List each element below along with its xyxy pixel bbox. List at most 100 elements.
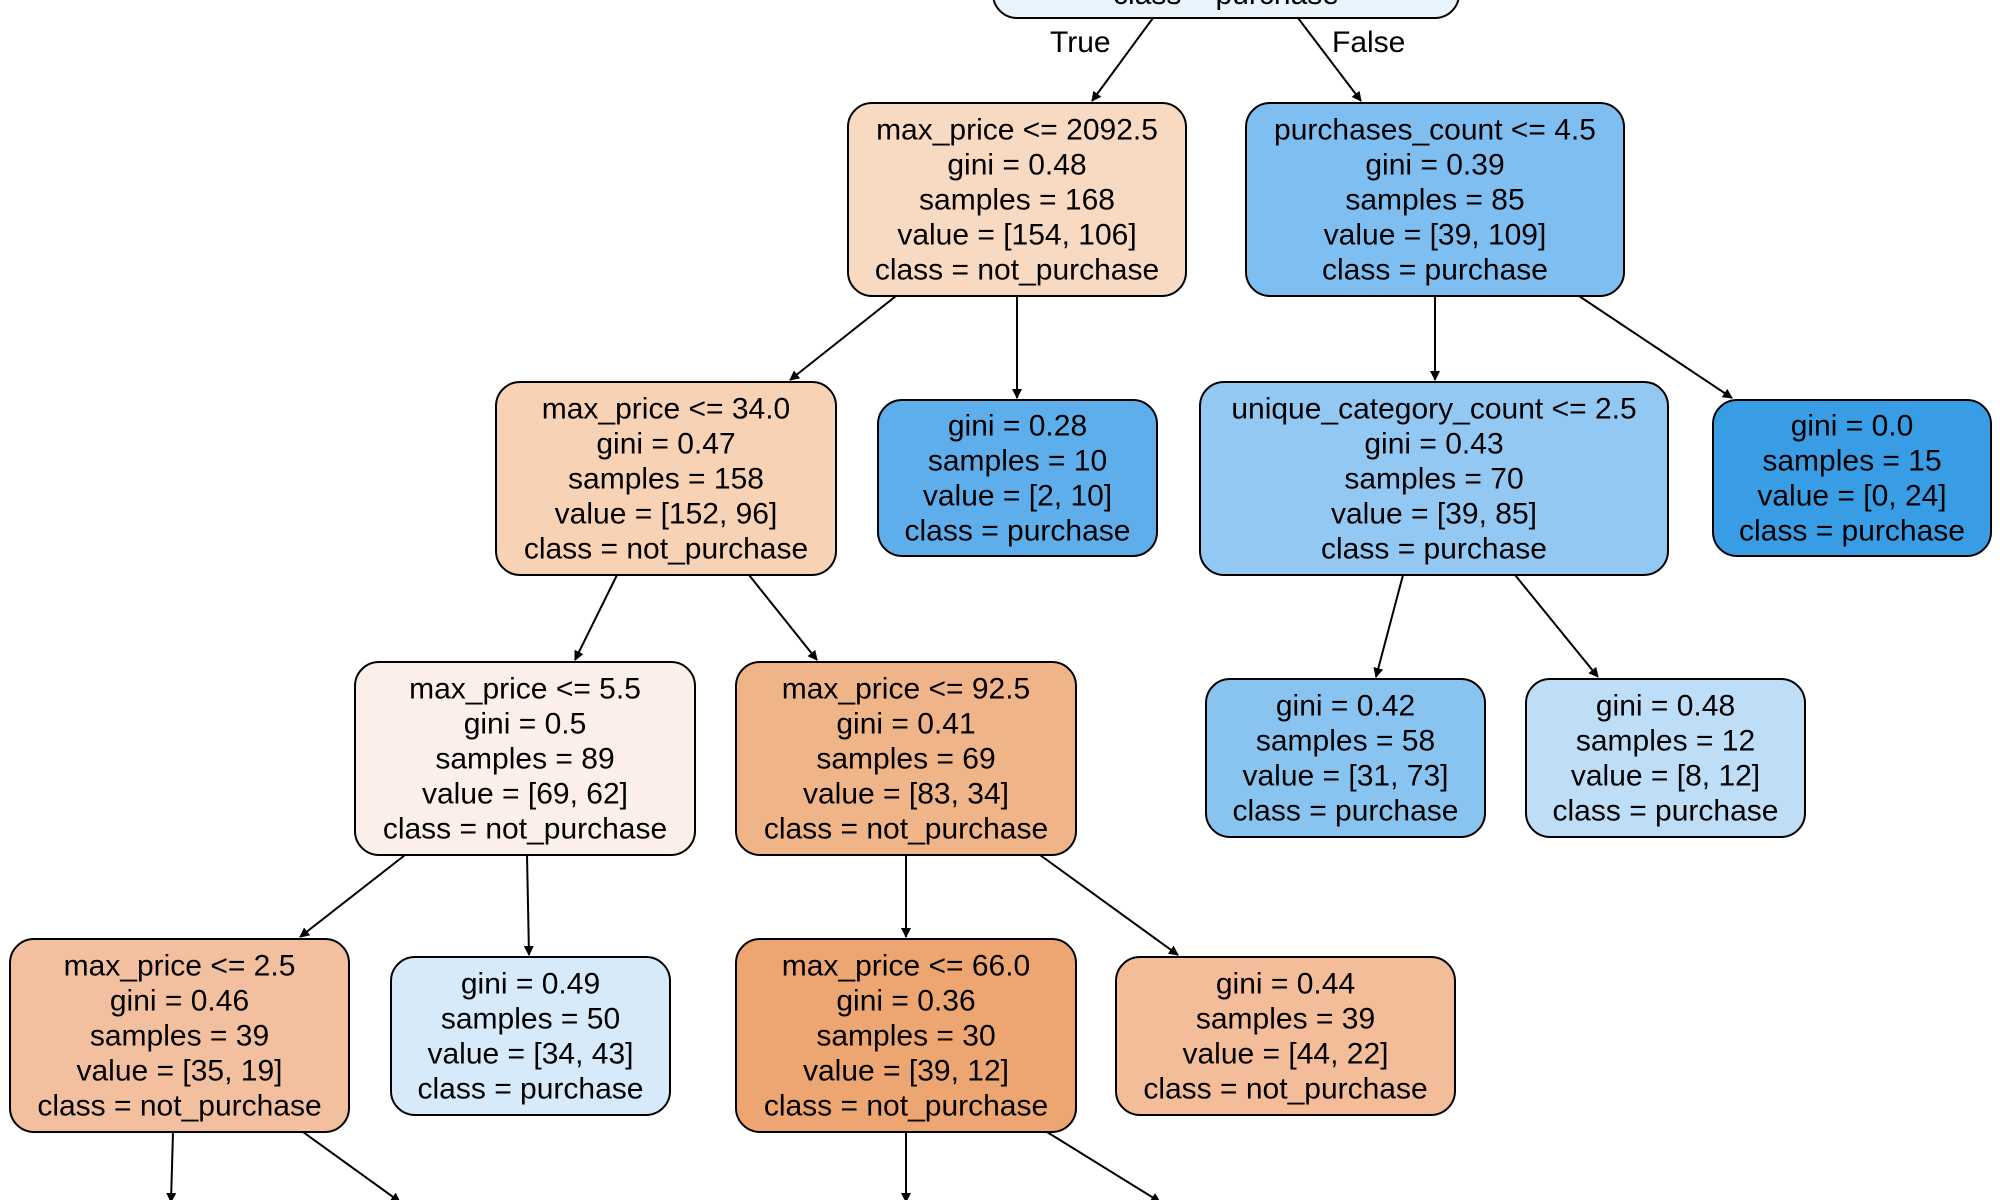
node-text-line: value = [8, 12] [1571,760,1760,793]
edge-arrow-line [302,1131,401,1200]
edge-arrow-line [523,854,534,956]
node-text-line: value = [31, 73] [1243,760,1449,793]
node-text-line: gini = 0.5 [464,708,587,741]
node-text-line: class = not_purchase [764,1090,1048,1123]
node-text-line: gini = 0.28 [948,410,1087,443]
node-box [354,661,696,856]
node-text-line: max_price <= 2.5 [64,950,296,983]
node-text-line: max_price <= 5.5 [409,673,641,706]
node-text-line: class = purchase [1113,0,1339,11]
node-box [390,956,671,1116]
node-text-line: class = not_purchase [875,254,1159,287]
node-text-line: samples = 158 [568,463,764,496]
edge-n1-n3 [789,295,897,381]
node-text-line: samples = 89 [435,743,614,776]
node-text-line: class = purchase [418,1073,644,1106]
node-text-line: class = purchase [1233,795,1459,828]
node-text-line: unique_category_count <= 2.5 [1231,393,1636,426]
node-text-line: samples = 15 [1762,445,1941,478]
node-box [1525,678,1806,838]
node-box [1712,399,1992,557]
node-text-line: value = [39, 12] [803,1055,1009,1088]
edge-arrow-line [789,295,897,381]
node-text-line: value = [154, 106] [897,219,1136,252]
edge-root-n2 [1297,17,1362,102]
node-text-line: samples = 10 [928,445,1107,478]
edge-n5-n10 [1514,574,1599,678]
edge-arrow-line [166,1131,177,1200]
edge-root-n1 [1091,17,1154,102]
edge-n13-down2 [1046,1131,1161,1200]
node-text-line: value = [39, 109] [1324,219,1547,252]
node-text-line: gini = 0.46 [110,985,249,1018]
edge-arrow-line [1046,1131,1161,1200]
node-text-line: max_price <= 66.0 [782,950,1030,983]
node-box [9,938,350,1133]
node-text-line: value = [44, 22] [1183,1038,1389,1071]
node-box [1205,678,1486,838]
edge-arrow-line [748,574,818,661]
node-box [1245,102,1625,297]
node-box [735,661,1077,856]
node-text-line: value = [35, 19] [77,1055,283,1088]
edge-n7-n11 [299,854,406,938]
edge-arrow-line [1578,295,1733,399]
node-text-line: gini = 0.41 [836,708,975,741]
edge-n11-down1 [166,1131,177,1200]
edge-n8-n14 [1039,854,1179,956]
node-text-line: class = purchase [1553,795,1779,828]
node-box [847,102,1187,297]
edge-arrow-line [1373,574,1404,678]
node-text-line: max_price <= 92.5 [782,673,1030,706]
edge-arrow-line [1514,574,1599,678]
node-text-line: samples = 58 [1256,725,1435,758]
node-text-line: gini = 0.43 [1364,428,1503,461]
node-text-line: class = not_purchase [764,813,1048,846]
edge-arrow-line [1091,17,1154,102]
edge-n2-n6 [1578,295,1733,399]
node-text-line: class = purchase [1321,533,1547,566]
edge-label-false: False [1332,26,1405,59]
node-text-line: gini = 0.48 [1596,690,1735,723]
edges-layer [166,17,1733,1200]
node-text-line: samples = 85 [1345,184,1524,217]
node-box [1115,956,1456,1116]
node-text-line: gini = 0.44 [1216,968,1355,1001]
node-text-line: samples = 168 [919,184,1115,217]
edge-n7-n12 [523,854,534,956]
edge-n11-down2 [302,1131,401,1200]
node-text-line: samples = 39 [1196,1003,1375,1036]
node-text-line: value = [152, 96] [555,498,778,531]
node-text-line: max_price <= 34.0 [542,393,790,426]
node-text-line: samples = 50 [441,1003,620,1036]
node-text-line: value = [0, 24] [1757,480,1946,513]
node-text-line: value = [34, 43] [428,1038,634,1071]
node-text-line: gini = 0.47 [596,428,735,461]
node-text-line: gini = 0.42 [1276,690,1415,723]
node-text-line: purchases_count <= 4.5 [1274,114,1596,147]
node-text-line: class = purchase [1739,515,1965,548]
node-text-line: gini = 0.48 [947,149,1086,182]
node-text-line: max_price <= 2092.5 [876,114,1158,147]
node-box [735,938,1077,1133]
node-text-line: value = [83, 34] [803,778,1009,811]
node-text-line: class = purchase [1322,254,1548,287]
edge-arrow-line [574,574,618,661]
node-text-line: class = purchase [905,515,1131,548]
node-text-line: samples = 70 [1344,463,1523,496]
node-text-line: class = not_purchase [524,533,808,566]
